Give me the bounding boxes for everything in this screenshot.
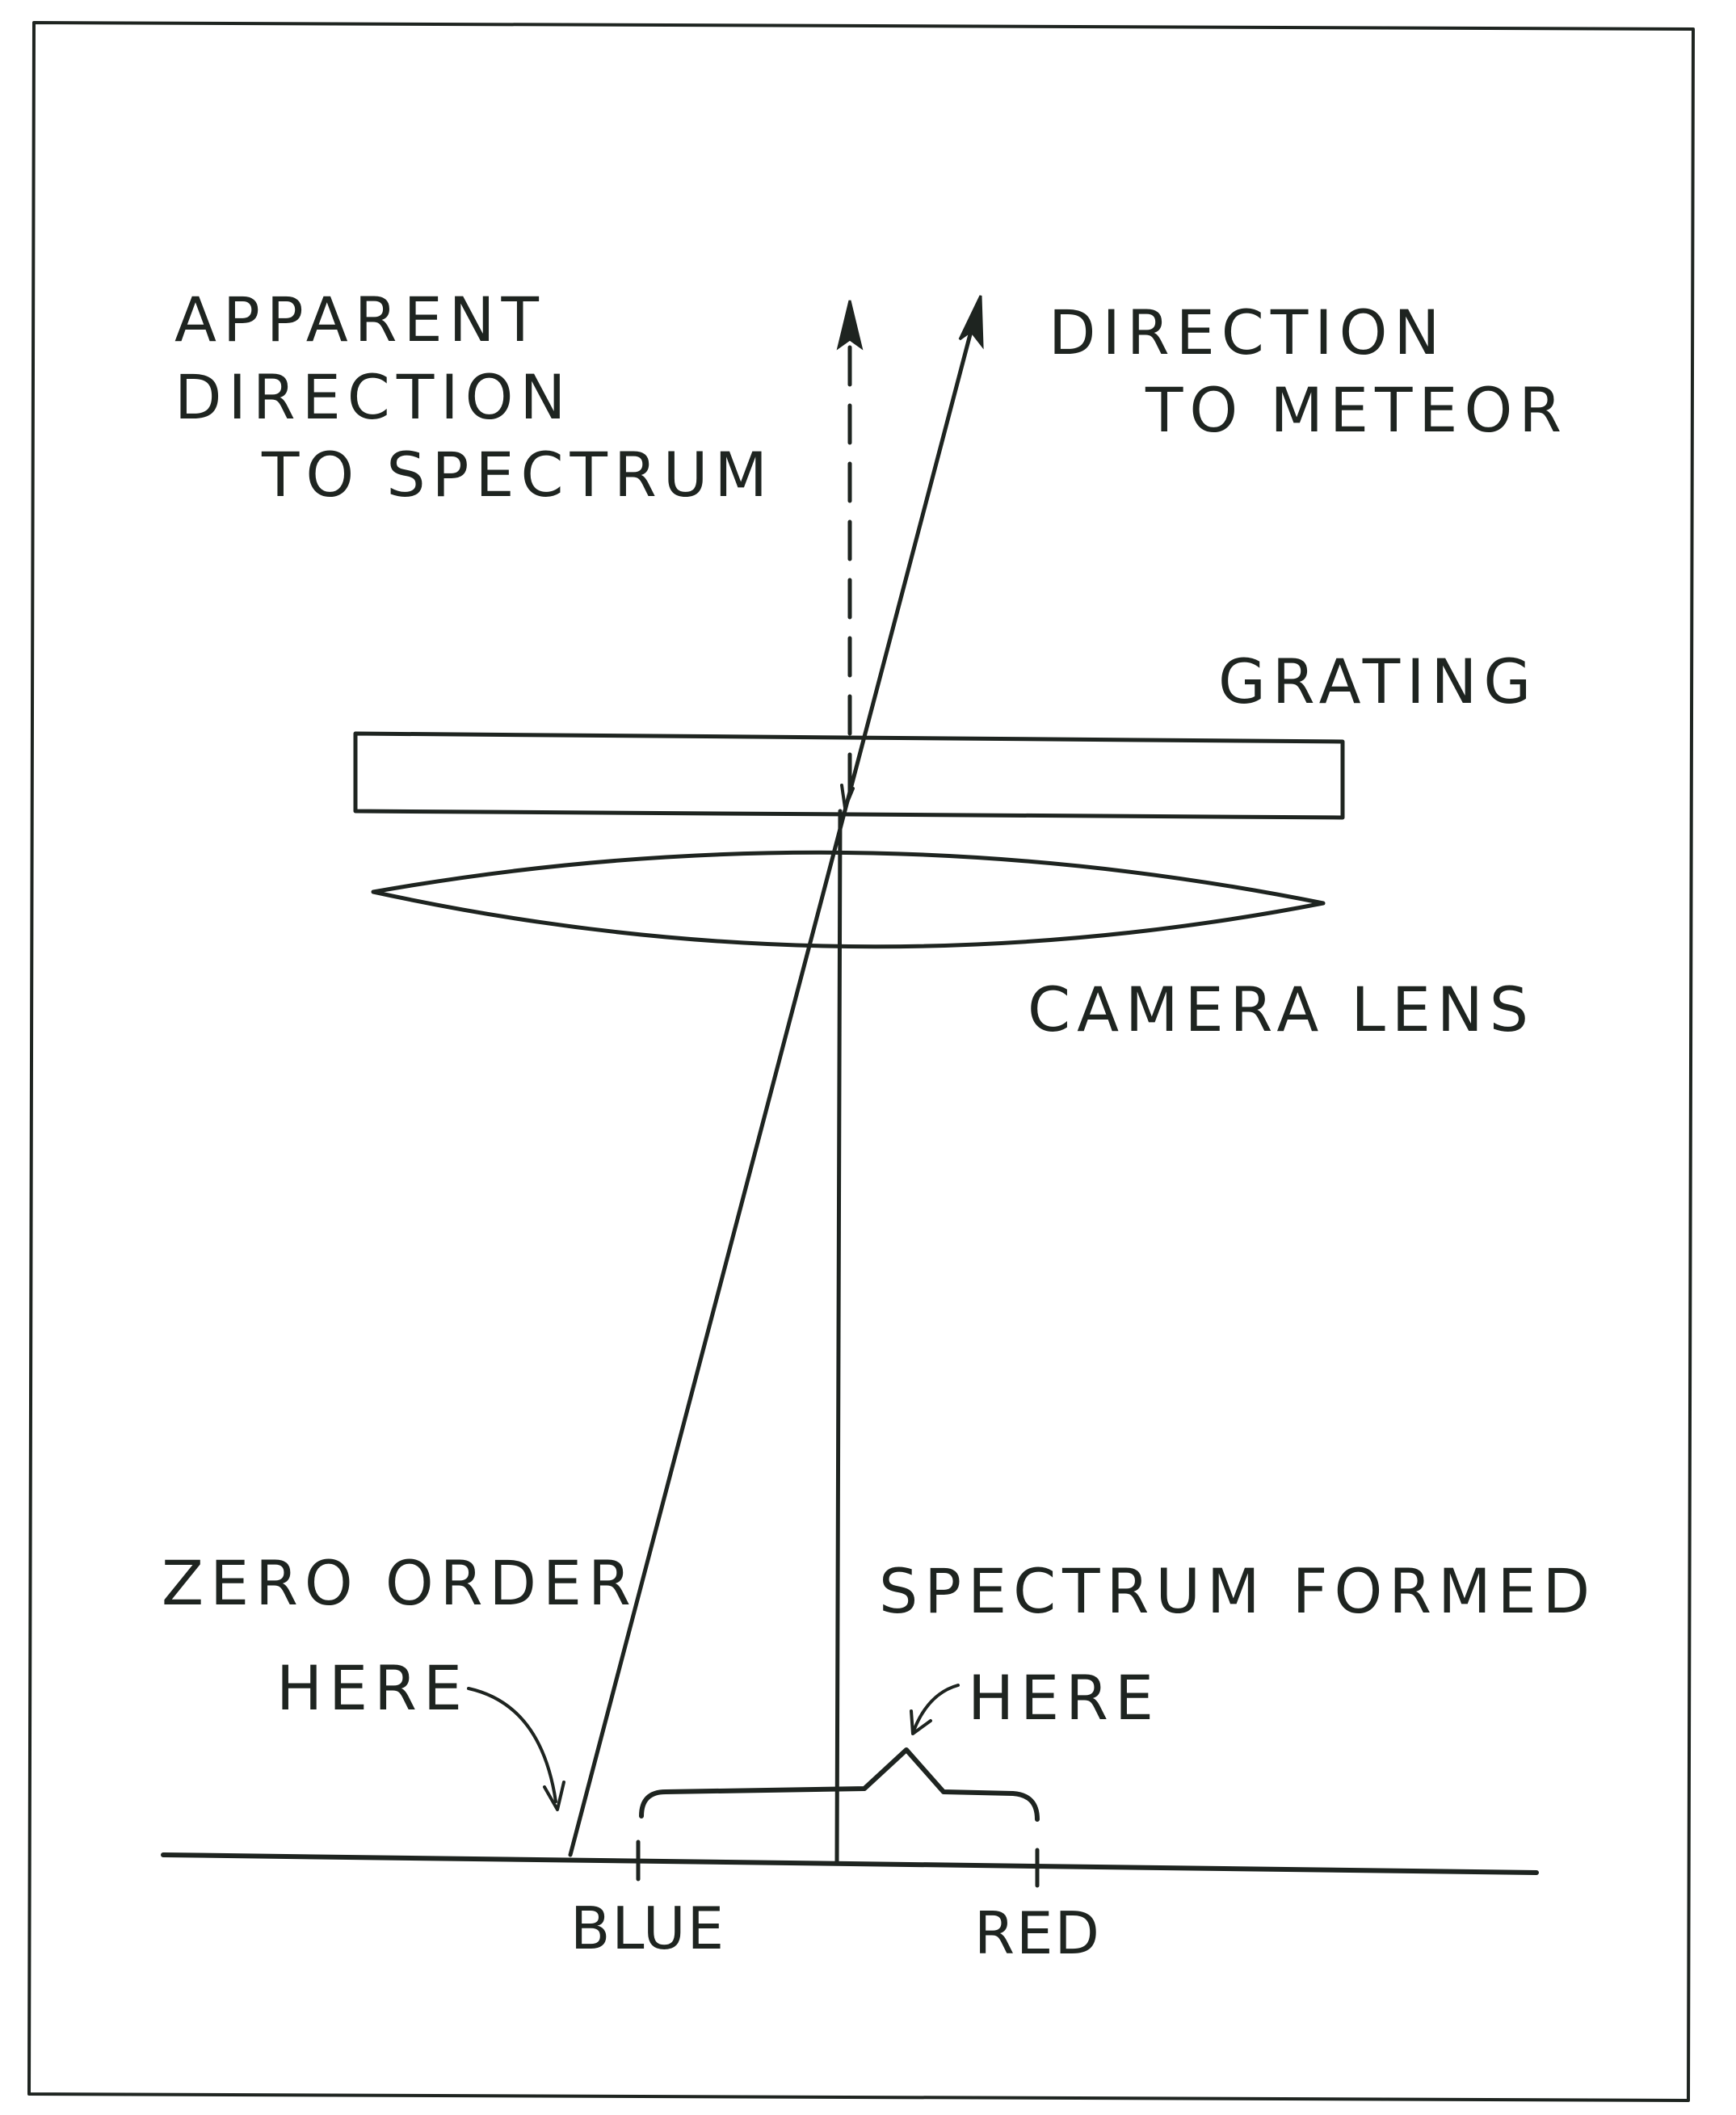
apparent-direction-label-line3: TO SPECTRUM [261,439,774,511]
grating-plate [353,731,1345,820]
meteor-ray-line [568,329,973,1857]
spectrum-brace [639,1747,1040,1822]
zero-order-label-line1: ZERO ORDER [162,1547,637,1619]
zero-order-label-line2: HERE [276,1652,469,1724]
spectrum-formed-label-line2: HERE [968,1662,1160,1734]
spectrum-formed-label-line1: SPECTRUM FORMED [879,1555,1596,1627]
camera-lens [371,850,1326,949]
zero-order-pointer [467,1687,557,1803]
meteor-direction-arrowhead-icon [958,295,984,350]
meteor-direction-label-line1: DIRECTION [1049,296,1446,368]
red-label: RED [974,1899,1101,1967]
figure-frame [27,21,1695,2102]
grating-label: GRATING [1218,645,1537,717]
meteor-direction-label-line2: TO METEOR [1145,374,1568,446]
spectrum-pointer-arrowhead-icon [910,1709,932,1735]
diffracted-ray-line [834,809,843,1865]
zero-order-pointer-arrowhead-icon [543,1781,565,1811]
film-plane-line [161,1852,1539,1875]
apparent-direction-label-line1: APPARENT [174,284,545,355]
blue-label: BLUE [570,1894,725,1962]
camera-lens-label: CAMERA LENS [1028,973,1535,1045]
apparent-direction-arrowhead-icon [836,300,864,351]
apparent-direction-label-line2: DIRECTION [174,361,572,433]
spectrum-pointer [913,1684,960,1730]
